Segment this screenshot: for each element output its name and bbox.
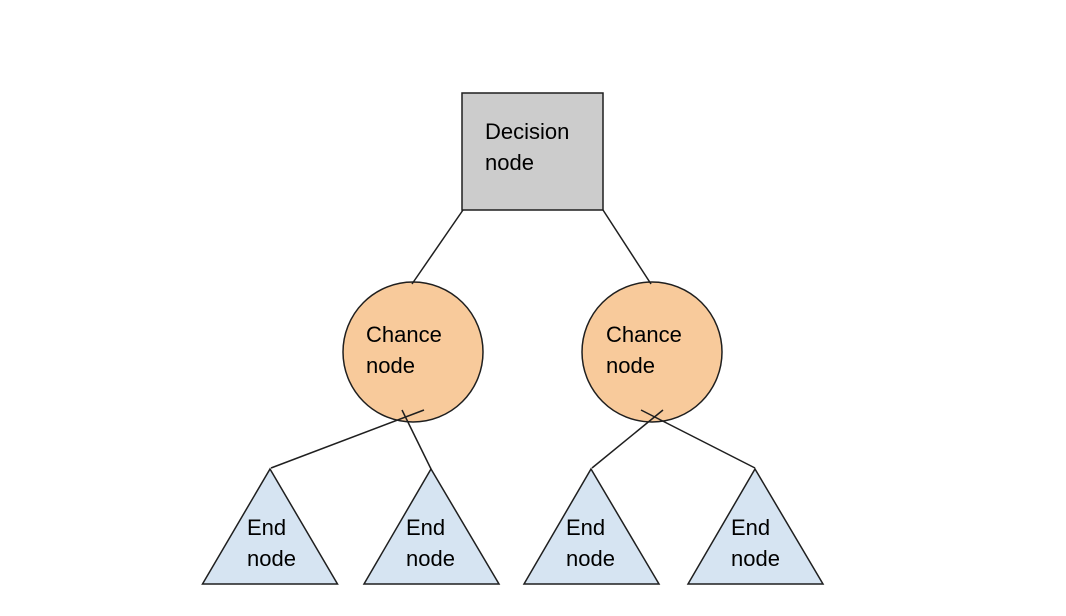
end-node-1-label: End node [247,515,296,571]
edge-chance-right-to-end-4 [640,409,756,469]
decision-node-label: Decision node [485,119,570,175]
end-node-1-shape [201,467,339,585]
end-node-4-shape [686,467,825,585]
chance-node-right-shape [581,281,723,423]
end-node-2-label: End node [406,515,455,571]
edge-decision-to-chance-left [411,209,464,285]
end-node-4-label: End node [731,515,780,571]
end-node-3-label: End node [566,515,615,571]
end-node-2-shape [362,467,501,585]
chance-node-right-label: Chance node [606,322,682,378]
edge-chance-right-to-end-3 [591,409,664,469]
decision-node-shape [461,92,604,211]
edge-decision-to-chance-right [602,209,652,285]
edge-chance-left-to-end-1 [270,409,425,469]
end-node-3-shape [522,467,661,585]
chance-node-left-label: Chance node [366,322,442,378]
edge-chance-left-to-end-2 [401,409,432,470]
